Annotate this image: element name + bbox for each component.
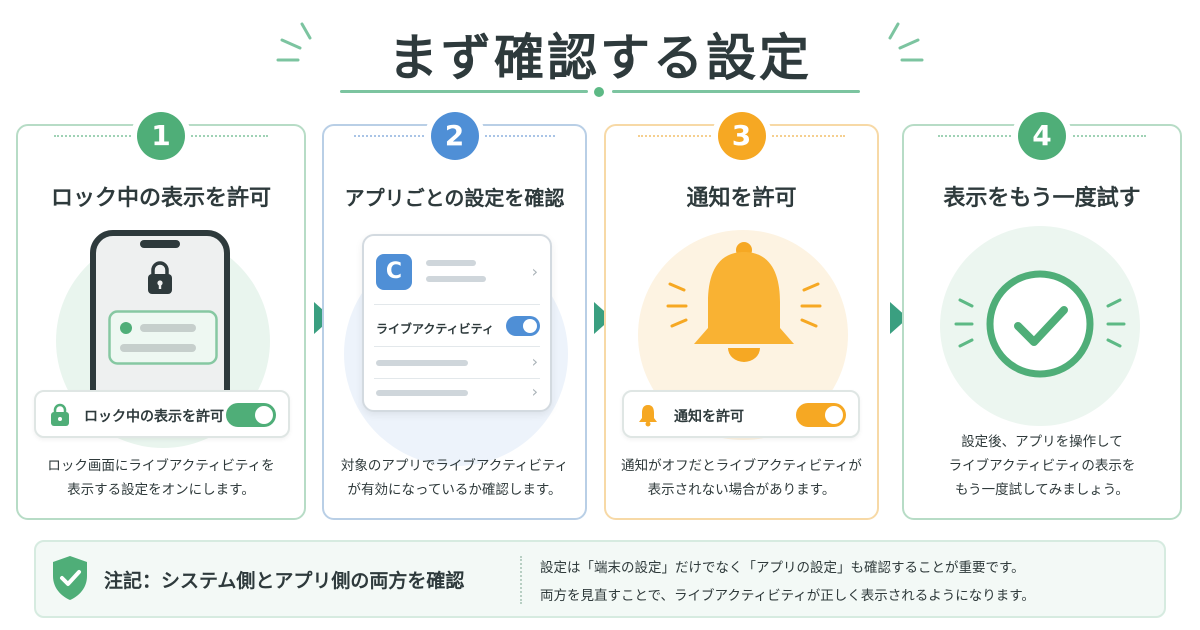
dotted-divider [354, 135, 428, 137]
toggle-switch[interactable] [506, 316, 540, 336]
step-description: 設定後、アプリを操作して ライブアクティビティの表示を もう一度試してみましょう… [948, 434, 1136, 498]
title-area: まず確認する設定 [0, 0, 1200, 110]
check-circle-icon [954, 270, 1126, 378]
shield-check-icon [53, 556, 87, 600]
bell-icon [666, 242, 822, 362]
step-title: ロック中の表示を許可 [50, 186, 271, 211]
toggle-label: ロック中の表示を許可 [84, 409, 224, 425]
placeholder-line [376, 390, 468, 396]
app-settings-panel: C › ライブアクティビティ › › [362, 234, 552, 412]
step-number: 4 [1018, 112, 1066, 160]
placeholder-line [426, 276, 486, 282]
bell-icon [639, 405, 657, 427]
step-number: 1 [137, 112, 185, 160]
chevron-right-icon[interactable]: › [531, 262, 538, 281]
toggle-label: ライブアクティビティ [376, 322, 494, 336]
title-underline-left [340, 90, 588, 93]
note-separator [520, 556, 522, 604]
step-card-3: 3 通知を許可 通知を許可 通知がオフだとライブアクティビティが 表示されない場… [604, 112, 879, 520]
step-card-2: 2 アプリごとの設定を確認 C › ライブアクティビティ › › 対象のアプリで… [322, 112, 587, 520]
chevron-right-icon[interactable]: › [531, 382, 538, 401]
notification-card [108, 310, 218, 365]
app-icon: C [376, 254, 412, 290]
sparkle-left-icon [276, 22, 312, 62]
note-title: 注記：システム側とアプリ側の両方を確認 [104, 570, 465, 592]
step-title: 表示をもう一度試す [943, 186, 1141, 211]
dotted-divider [938, 135, 1018, 137]
lock-icon [148, 261, 172, 294]
step-description: 通知がオフだとライブアクティビティが 表示されない場合があります。 [621, 458, 862, 498]
toggle-switch[interactable] [226, 403, 276, 427]
step-number: 2 [430, 112, 479, 160]
notification-toggle-row[interactable]: 通知を許可 [622, 390, 860, 438]
note-box: 注記：システム側とアプリ側の両方を確認 設定は「端末の設定」だけでなく「アプリの… [34, 540, 1166, 618]
placeholder-line [426, 260, 476, 266]
page-title: まず確認する設定 [388, 29, 812, 87]
toggle-label: 通知を許可 [674, 409, 744, 425]
dotted-divider [481, 135, 555, 137]
step-description: 対象のアプリでライブアクティビティ が有効になっているか確認します。 [340, 458, 569, 498]
dotted-divider [188, 135, 268, 137]
lock-screen-toggle-row[interactable]: ロック中の表示を許可 [34, 390, 290, 438]
note-line: 設定は「端末の設定」だけでなく「アプリの設定」も確認することが重要です。 [540, 560, 1025, 576]
dotted-divider [1066, 135, 1146, 137]
dotted-divider [638, 135, 718, 137]
toggle-switch[interactable] [796, 403, 846, 427]
title-underline-dot [594, 87, 604, 97]
dotted-divider [54, 135, 134, 137]
step-title: アプリごとの設定を確認 [344, 186, 565, 210]
note-line: 両方を見直すことで、ライブアクティビティが正しく表示されるようになります。 [540, 588, 1035, 604]
step-description: ロック画面にライブアクティビティを 表示する設定をオンにします。 [47, 458, 275, 498]
sparkle-right-icon [888, 22, 924, 62]
lock-icon [51, 403, 69, 426]
step-card-4: 4 表示をもう一度試す 設定後、アプリを操作して ライブアクティビティの表示を … [902, 112, 1182, 520]
chevron-right-icon[interactable]: › [531, 352, 538, 371]
step-card-1: 1 ロック中の表示を許可 ロック中の表示を許可 ロック画面にライブアクティビティ… [16, 112, 306, 520]
placeholder-line [376, 360, 468, 366]
step-number: 3 [717, 112, 766, 160]
step-title: 通知を許可 [686, 186, 797, 211]
dotted-divider [765, 135, 845, 137]
title-underline-right [612, 90, 860, 93]
